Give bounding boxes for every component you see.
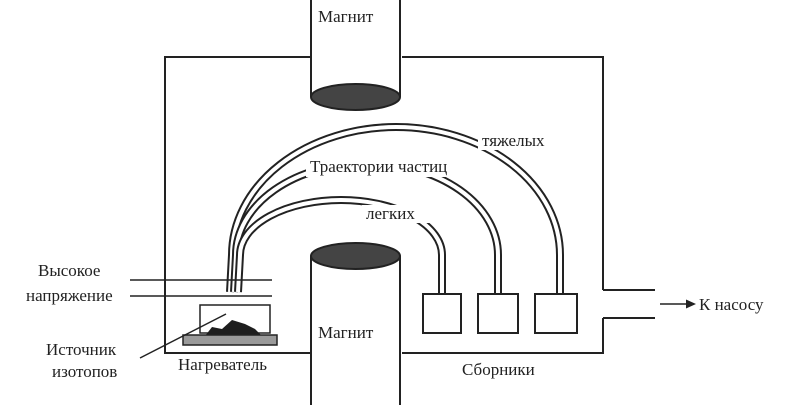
collectors-label: Сборники <box>462 360 535 379</box>
light-label: легких <box>366 204 415 223</box>
collector-heavy <box>534 293 578 334</box>
collector-medium <box>477 293 519 334</box>
isotope-sample <box>205 320 262 336</box>
source-label-line2: изотопов <box>52 362 117 381</box>
collector-light <box>422 293 462 334</box>
heavy-label: тяжелых <box>482 131 545 150</box>
collectors <box>422 293 578 334</box>
ion-source <box>182 304 278 346</box>
source-label-line1: Источник <box>46 340 117 359</box>
chamber-wall <box>164 56 604 354</box>
magnet-bottom <box>310 242 401 405</box>
magnet-top <box>310 0 401 111</box>
high-voltage-label-line2: напряжение <box>26 286 113 305</box>
high-voltage-label-line1: Высокое <box>38 261 100 280</box>
heater-label: Нагреватель <box>178 355 267 374</box>
high-voltage-leads <box>130 279 272 297</box>
source-pointer <box>139 313 227 359</box>
magnet-top-label: Магнит <box>318 7 374 26</box>
to-pump-label: К насосу <box>699 295 764 314</box>
magnet-bottom-label: Магнит <box>318 323 374 342</box>
pump-arrow-icon <box>660 299 696 309</box>
heater-plate <box>182 334 278 346</box>
trajectories-label: Траектории частиц <box>310 157 447 176</box>
pump-outlet-pipe <box>603 289 655 319</box>
